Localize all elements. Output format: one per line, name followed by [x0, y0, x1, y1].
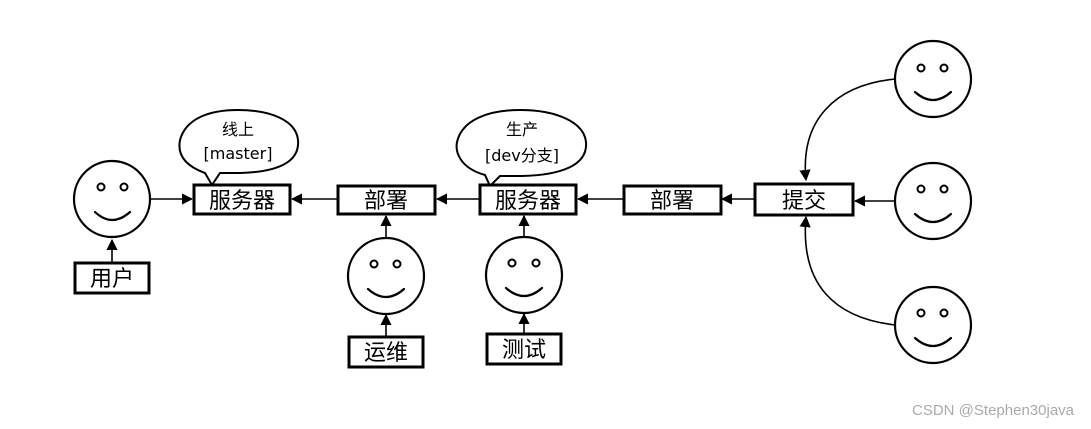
node-server-prod: 服务器	[192, 183, 292, 216]
node-deploy-prod-label: 部署	[364, 189, 408, 214]
node-deploy-prod: 部署	[336, 184, 437, 216]
bubble-prod-shape	[178, 108, 300, 187]
smiley-test-icon	[484, 235, 564, 315]
edge-dev-top-to-commit	[799, 78, 896, 182]
watermark: CSDN @Stephen30java	[912, 402, 1075, 419]
smiley-user-icon	[72, 159, 152, 239]
bubble-dev-shape	[455, 108, 588, 188]
smiley-dev-top-icon	[893, 39, 973, 119]
bubble-dev-line2: [dev分支]	[485, 146, 559, 165]
node-test: 测试	[485, 332, 563, 366]
bubble-dev-line1: 生产	[506, 120, 538, 139]
bubble-prod: 线上 [master]	[178, 108, 300, 187]
edge-dev-bottom-to-commit	[799, 215, 896, 326]
node-ops: 运维	[347, 335, 425, 369]
bubble-prod-line2: [master]	[204, 144, 273, 163]
node-user-label: 用户	[90, 267, 134, 292]
smiley-dev-middle-icon	[893, 161, 973, 241]
node-test-label: 测试	[502, 338, 546, 363]
smiley-dev-bottom-icon	[893, 285, 973, 365]
smiley-ops-icon	[346, 236, 426, 316]
node-server-dev: 服务器	[478, 183, 578, 216]
node-commit-label: 提交	[782, 189, 826, 214]
bubble-dev: 生产 [dev分支]	[455, 108, 588, 188]
edges	[106, 78, 896, 336]
node-ops-label: 运维	[364, 341, 408, 366]
node-commit: 提交	[753, 182, 855, 217]
node-deploy-dev-label: 部署	[650, 189, 694, 214]
node-server-prod-label: 服务器	[209, 189, 275, 214]
node-user: 用户	[73, 261, 151, 295]
node-server-dev-label: 服务器	[495, 189, 561, 214]
bubble-prod-line1: 线上	[222, 120, 254, 139]
node-deploy-dev: 部署	[622, 184, 723, 216]
